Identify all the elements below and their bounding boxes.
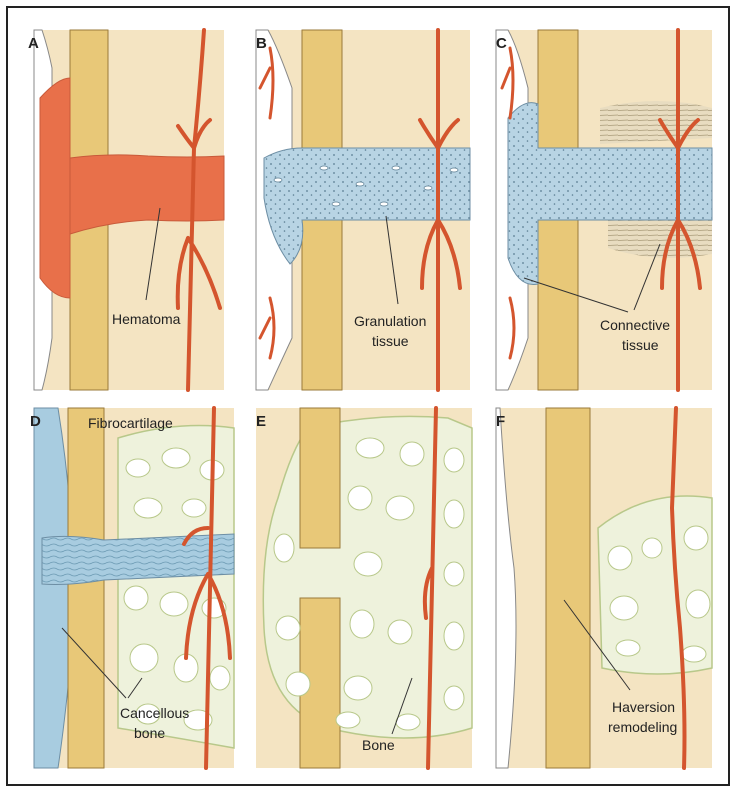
connective-tissue-lower: [608, 217, 712, 258]
panel-f: F Haversion remodeling: [496, 408, 712, 768]
figure-canvas: A Hematoma B Granulation tissue C: [8, 8, 732, 788]
cancellous-label: Cancellous: [120, 705, 189, 721]
remodeling-label: remodeling: [608, 719, 677, 735]
connective-label-2: tissue: [622, 337, 659, 353]
bone-cortex: [546, 408, 590, 768]
bone-cortex-upper: [300, 408, 340, 548]
hematoma-label: Hematoma: [112, 311, 181, 327]
bone-label: Bone: [362, 737, 395, 753]
panel-f-letter: F: [496, 413, 505, 430]
panel-a-letter: A: [28, 35, 39, 52]
panel-b: B Granulation tissue: [256, 30, 470, 390]
bone-cortex: [68, 408, 104, 768]
panel-e: E Bone: [256, 408, 472, 768]
panel-d-letter: D: [30, 413, 41, 430]
granulation-label: Granulation: [354, 313, 426, 329]
panel-b-letter: B: [256, 35, 267, 52]
fibrocartilage-callus: [34, 408, 70, 768]
cancellous-label-2: bone: [134, 725, 165, 741]
panel-d: D Fibrocartilage Cancellous bone: [30, 408, 234, 768]
fibrocartilage-label: Fibrocartilage: [88, 415, 173, 431]
fracture-healing-figure: A Hematoma B Granulation tissue C: [6, 6, 730, 786]
granulation-label-2: tissue: [372, 333, 409, 349]
connective-label: Connective: [600, 317, 670, 333]
panel-a: A Hematoma: [28, 30, 224, 390]
external-hematoma: [40, 78, 70, 298]
panel-c: C Connective tissue: [496, 30, 712, 390]
panel-c-letter: C: [496, 35, 507, 52]
panel-e-letter: E: [256, 413, 266, 430]
haversion-label: Haversion: [612, 699, 675, 715]
